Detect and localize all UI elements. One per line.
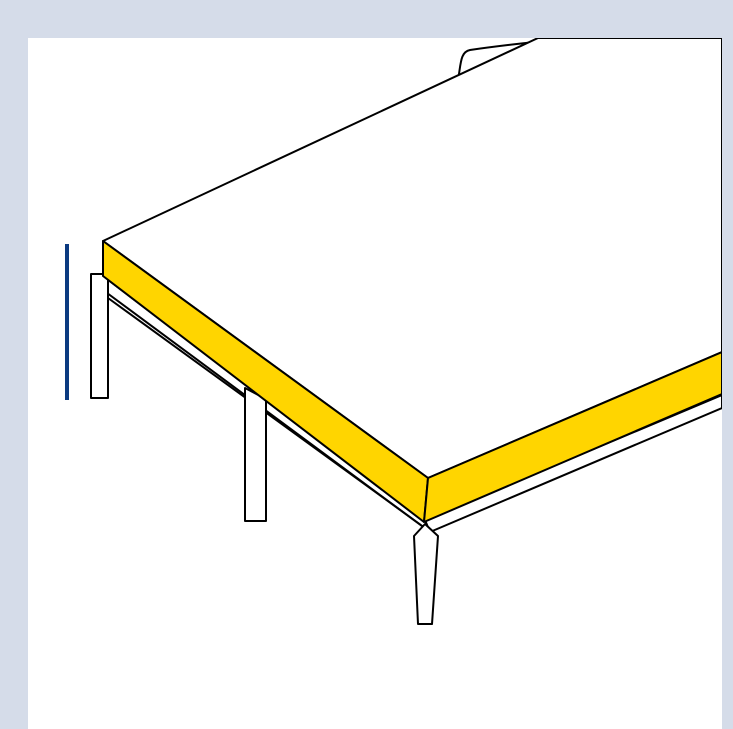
front-corner-leg [413,523,439,625]
back-left-leg [90,273,109,399]
bed-illustration [65,38,722,625]
mattress-front-edge-highlight [423,351,722,523]
illustration-panel [28,38,722,729]
middle-leg [244,387,267,522]
